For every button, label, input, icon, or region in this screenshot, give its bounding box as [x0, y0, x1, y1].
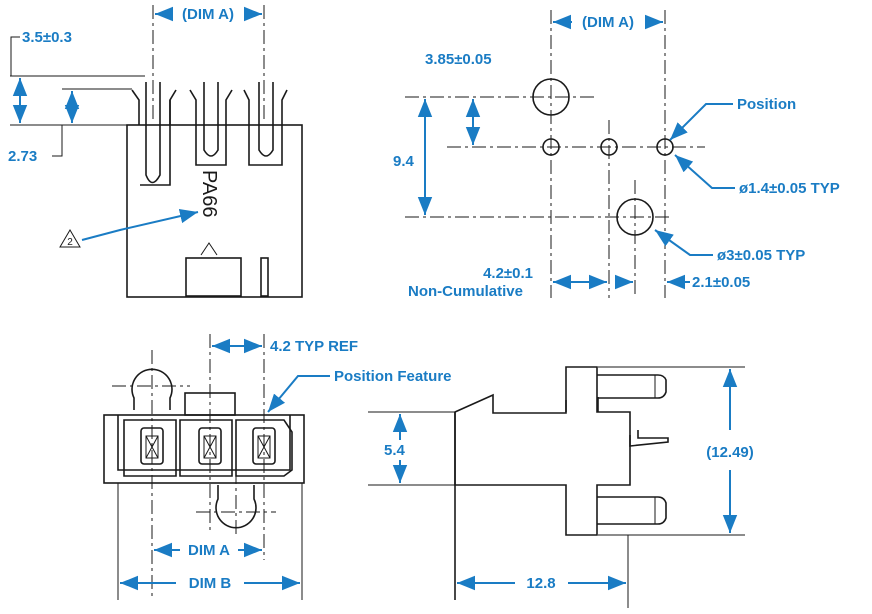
bottom-right-view: 5.4 (12.49) 12.8	[368, 366, 754, 608]
position-feature-label: Position Feature	[334, 368, 452, 385]
pitch-label: 4.2±0.1	[483, 265, 533, 282]
top-left-view: PA66 (DIM A) 3.5±0.3 2.73 2	[8, 5, 303, 298]
large-hole-1	[532, 78, 570, 116]
dim-a-label-bottom: DIM A	[188, 542, 230, 559]
pitch-ref-label: 4.2 TYP REF	[270, 338, 358, 355]
bottom-left-view: 4.2 TYP REF Position Feature DIM A DIM B	[103, 334, 452, 600]
edge-offset-label: 2.1±0.05	[692, 274, 750, 291]
row-spacing-label: 9.4	[393, 153, 415, 170]
dim-a-label: (DIM A)	[182, 6, 234, 23]
pin-2	[189, 82, 233, 166]
small-hole-2	[600, 138, 618, 156]
note-flag-icon	[59, 229, 81, 248]
top-right-view: (DIM A) 3.85±0.05 9.4 Position ø1.4±0.05…	[393, 10, 840, 300]
pitch-note: Non-Cumulative	[408, 283, 523, 300]
housing-front	[103, 414, 305, 484]
large-hole-2	[616, 198, 654, 236]
terminal-3	[252, 427, 276, 465]
side-rib	[260, 257, 269, 297]
small-hole-1	[542, 138, 560, 156]
height-total-label: 3.5±0.3	[22, 29, 72, 46]
side-profile-body	[454, 366, 631, 536]
position-label: Position	[737, 96, 796, 113]
housing-body	[126, 124, 303, 298]
height-latch-label: 2.73	[8, 148, 37, 165]
terminal-1	[140, 427, 164, 465]
terminal-2	[198, 427, 222, 465]
small-hole-label: ø1.4±0.05 TYP	[739, 180, 840, 197]
polarizing-slot	[185, 257, 242, 297]
small-hole-3	[656, 138, 674, 156]
overall-height-label: (12.49)	[706, 444, 754, 461]
offset-label: 3.85±0.05	[425, 51, 492, 68]
pin-1	[131, 82, 177, 186]
latch-height-label: 5.4	[384, 442, 406, 459]
dim-a-label-right: (DIM A)	[582, 14, 634, 31]
dim-b-label: DIM B	[189, 575, 232, 592]
material-mark: PA66	[198, 170, 220, 217]
length-label: 12.8	[526, 575, 555, 592]
note-flag-number: 2	[67, 237, 73, 248]
pin-3	[243, 82, 288, 166]
large-hole-label: ø3±0.05 TYP	[717, 247, 805, 264]
